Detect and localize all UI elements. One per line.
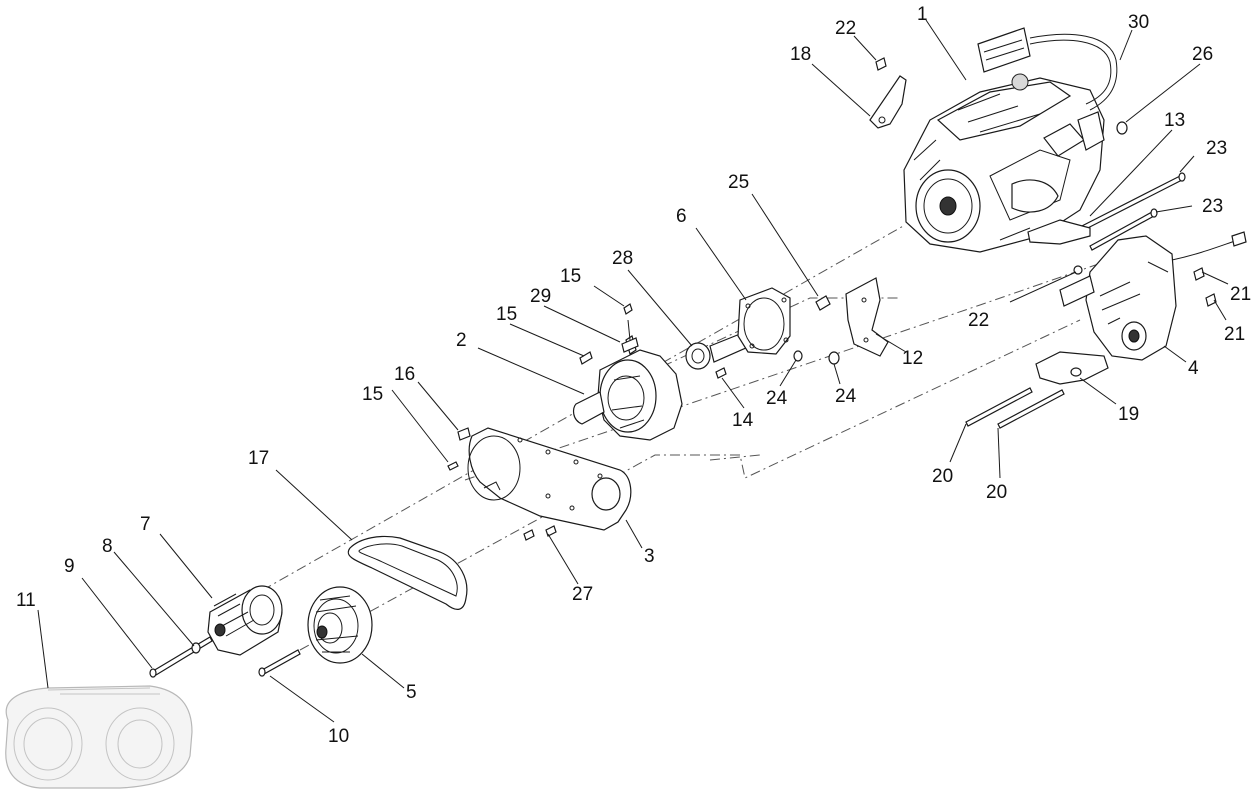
callout-4: 4: [1188, 358, 1199, 379]
callout-23-top: 23: [1206, 138, 1227, 159]
primary-clutch-bolt: [149, 636, 213, 678]
speed-sensor: [621, 319, 639, 353]
callout-15-b: 15: [496, 304, 517, 325]
engine-assembly: [903, 73, 1105, 253]
secondary-clutch: [307, 586, 373, 664]
callout-18: 18: [790, 44, 811, 65]
callout-5: 5: [406, 682, 417, 703]
adapter-bolt: [715, 367, 727, 379]
callout-22-top: 22: [835, 18, 856, 39]
callout-28: 28: [612, 248, 633, 269]
secondary-clutch-bolt: [258, 649, 301, 677]
callout-11: 11: [16, 590, 36, 611]
callout-8: 8: [102, 536, 113, 557]
primary-clutch: [207, 585, 283, 656]
callout-30: 30: [1128, 12, 1149, 33]
callout-21-a: 21: [1230, 284, 1251, 305]
callout-24-a: 24: [766, 388, 788, 409]
callout-17: 17: [248, 448, 269, 469]
mount-bolts: [965, 387, 1065, 429]
callout-15-a: 15: [560, 266, 581, 287]
flange-bolt: [815, 295, 831, 311]
leader-lines: [37, 19, 1229, 723]
callout-24-b: 24: [835, 386, 857, 407]
callout-15-c: 15: [362, 384, 383, 405]
bracket-bolt: [875, 57, 887, 71]
callout-3: 3: [644, 546, 655, 567]
cover-bolts: [523, 525, 557, 541]
callout-25: 25: [728, 172, 749, 193]
callout-13: 13: [1164, 110, 1185, 131]
adapter-housing: [572, 335, 683, 441]
clutch-inner-cover: [467, 427, 632, 531]
bracket-nuts: [793, 350, 840, 365]
cover-screws: [447, 303, 633, 471]
callout-22-bottom: 22: [968, 310, 989, 331]
transmission-screws: [1193, 267, 1217, 307]
callout-14: 14: [732, 410, 754, 431]
callout-29: 29: [530, 286, 551, 307]
callout-1: 1: [917, 4, 928, 25]
callout-27: 27: [572, 584, 593, 605]
callout-7: 7: [140, 514, 151, 535]
callout-23-bottom: 23: [1202, 196, 1223, 217]
callout-19: 19: [1118, 404, 1139, 425]
callout-2: 2: [456, 330, 467, 351]
mounting-bracket: [845, 277, 889, 357]
belt-cover: [5, 685, 193, 789]
callout-9: 9: [64, 556, 75, 577]
transmission-mount: [1035, 351, 1109, 385]
drive-shaft-flange: [709, 287, 791, 363]
harness-nut: [1116, 121, 1128, 135]
assembly-centerlines: [209, 224, 1111, 651]
callout-12: 12: [902, 348, 923, 369]
callout-21-b: 21: [1224, 324, 1245, 345]
shaft-bearing: [685, 342, 711, 370]
cover-clip: [457, 427, 471, 441]
ecu-harness: [977, 27, 1118, 111]
drive-belt: [347, 535, 468, 610]
callout-26: 26: [1192, 44, 1213, 65]
callout-20-b: 20: [986, 482, 1007, 503]
callout-10: 10: [328, 726, 349, 747]
callout-20-a: 20: [932, 466, 953, 487]
callout-6: 6: [676, 206, 687, 227]
transmission: [1059, 231, 1247, 361]
transmission-plate: [1027, 219, 1091, 245]
callout-16: 16: [394, 364, 415, 385]
callout-labels: 1 30 26 13 23 23 22 18 25 6 28 15 29 15 …: [16, 4, 1251, 747]
engine-lift-bracket: [869, 75, 907, 129]
